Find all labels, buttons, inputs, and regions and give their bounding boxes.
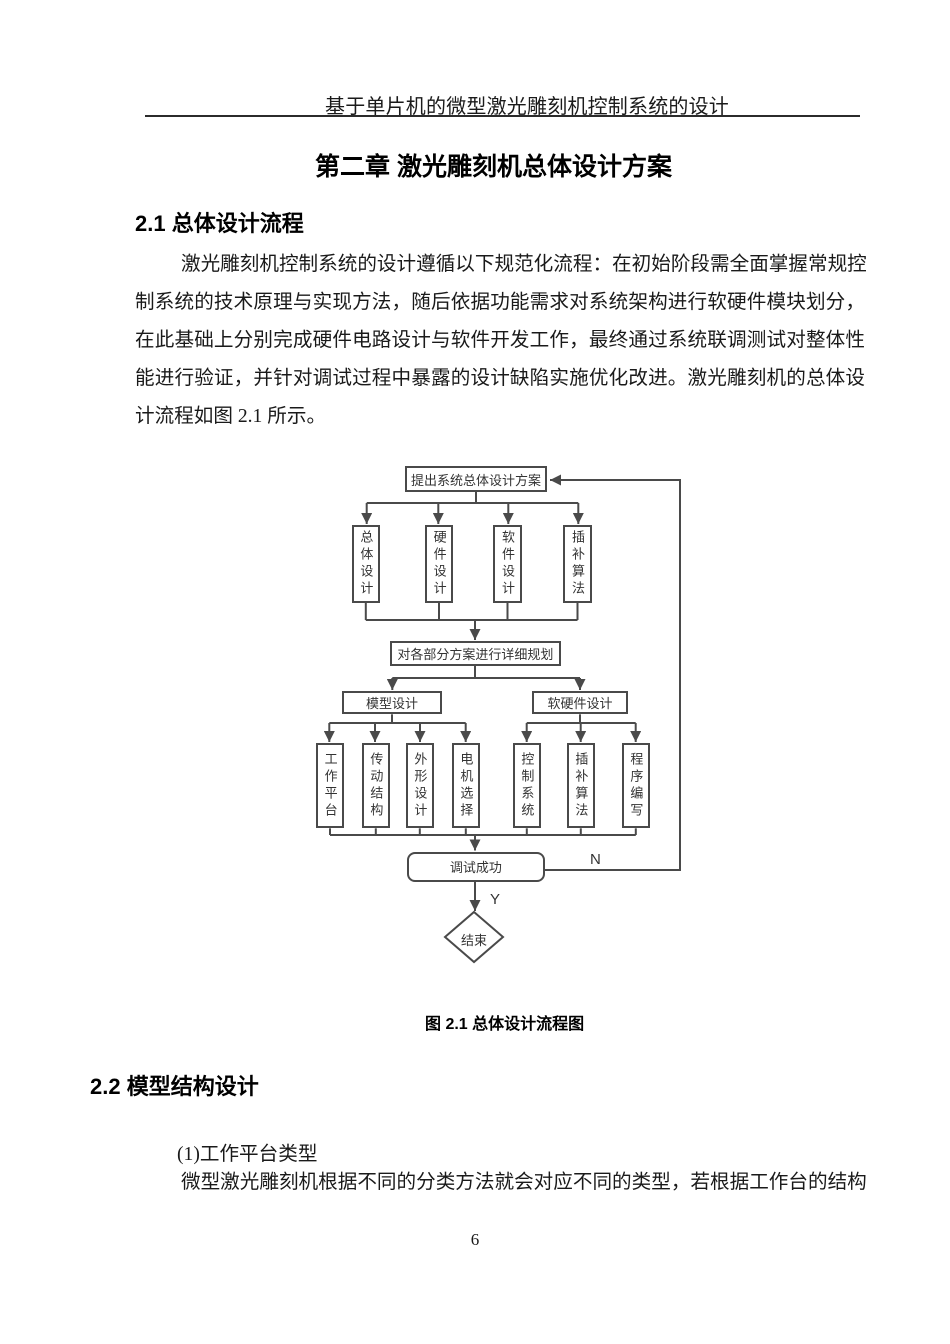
- node-label: 总体设计: [358, 530, 374, 598]
- flowchart-node-work-platform: 工作平台: [316, 743, 345, 829]
- paragraph-line: 制系统的技术原理与实现方法，随后依据功能需求对系统架构进行软硬件模块划分，: [135, 292, 865, 313]
- flowchart-node-overall-design: 总体设计: [351, 525, 380, 603]
- flowchart-node-detailed-plan: 对各部分方案进行详细规划: [390, 641, 561, 666]
- node-label: 控制系统: [519, 751, 535, 820]
- section-heading-2-1: 2.1 总体设计流程: [135, 211, 304, 236]
- list-item-work-platform-type: (1)工作平台类型: [177, 1144, 318, 1165]
- node-label: 对各部分方案进行详细规划: [397, 647, 554, 662]
- node-label: 调试成功: [449, 860, 502, 876]
- flowchart-node-debug-success: 调试成功: [406, 851, 545, 882]
- node-label: 插补算法: [573, 751, 589, 820]
- header-rule: [145, 115, 860, 117]
- branch-label-y: Y: [490, 891, 501, 908]
- paragraph-line: 微型激光雕刻机根据不同的分类方法就会对应不同的类型，若根据工作台的结构: [181, 1172, 867, 1193]
- flowchart-node-model-design: 模型设计: [342, 691, 442, 715]
- page-header: 基于单片机的微型激光雕刻机控制系统的设计: [325, 96, 729, 118]
- node-label: 软硬件设计: [547, 696, 613, 712]
- figure-caption: 图 2.1 总体设计流程图: [425, 1016, 585, 1033]
- flowchart-node-transmission-structure: 传动结构: [361, 743, 390, 829]
- flowchart-node-software-design: 软件设计: [493, 525, 522, 603]
- node-label: 模型设计: [365, 696, 418, 712]
- node-label: 工作平台: [322, 751, 338, 820]
- flowchart-node-motor-selection: 电机选择: [451, 743, 480, 829]
- flowchart-node-control-system: 控制系统: [512, 743, 541, 829]
- paragraph-line: 在此基础上分别完成硬件电路设计与软件开发工作，最终通过系统联调测试对整体性: [135, 330, 865, 351]
- flowchart-node-end: 结束: [460, 933, 487, 948]
- flowchart-figure: 提出系统总体设计方案 总体设计 硬件设计 软件设计 插补算法 对各部分方案进行详…: [300, 455, 695, 970]
- flowchart-node-interpolation-algorithm: 插补算法: [563, 525, 592, 603]
- paragraph-line: 计流程如图 2.1 所示。: [135, 406, 327, 427]
- flowchart-node-hardware-design: 硬件设计: [425, 525, 454, 603]
- branch-label-n: N: [590, 851, 601, 868]
- flowchart-node-start: 提出系统总体设计方案: [405, 466, 547, 492]
- node-label: 外形设计: [412, 751, 428, 820]
- body-paragraph-2: 微型激光雕刻机根据不同的分类方法就会对应不同的类型，若根据工作台的结构: [135, 1164, 867, 1202]
- node-label: 提出系统总体设计方案: [410, 472, 541, 488]
- node-label: 电机选择: [458, 751, 474, 820]
- flowchart-node-program-writing: 程序编写: [621, 743, 650, 829]
- node-label: 程序编写: [628, 751, 644, 820]
- body-paragraph-1: 激光雕刻机控制系统的设计遵循以下规范化流程：在初始阶段需全面掌握常规控 制系统的…: [135, 246, 867, 436]
- flowchart-node-swhw-design: 软硬件设计: [531, 691, 629, 715]
- page-number: 6: [470, 1230, 480, 1249]
- node-label: 硬件设计: [431, 530, 447, 598]
- chapter-title: 第二章 激光雕刻机总体设计方案: [315, 153, 672, 181]
- node-label: 软件设计: [499, 530, 515, 598]
- section-heading-2-2: 2.2 模型结构设计: [90, 1074, 259, 1099]
- node-label: 传动结构: [368, 751, 384, 820]
- flowchart-connectors: [323, 474, 681, 964]
- flowchart-node-appearance-design: 外形设计: [405, 743, 434, 829]
- paragraph-line: 激光雕刻机控制系统的设计遵循以下规范化流程：在初始阶段需全面掌握常规控: [181, 254, 867, 275]
- flowchart-node-interpolation-algorithm-2: 插补算法: [566, 743, 595, 829]
- node-label: 插补算法: [569, 530, 585, 598]
- paragraph-line: 能进行验证，并针对调试过程中暴露的设计缺陷实施优化改进。激光雕刻机的总体设: [135, 368, 865, 389]
